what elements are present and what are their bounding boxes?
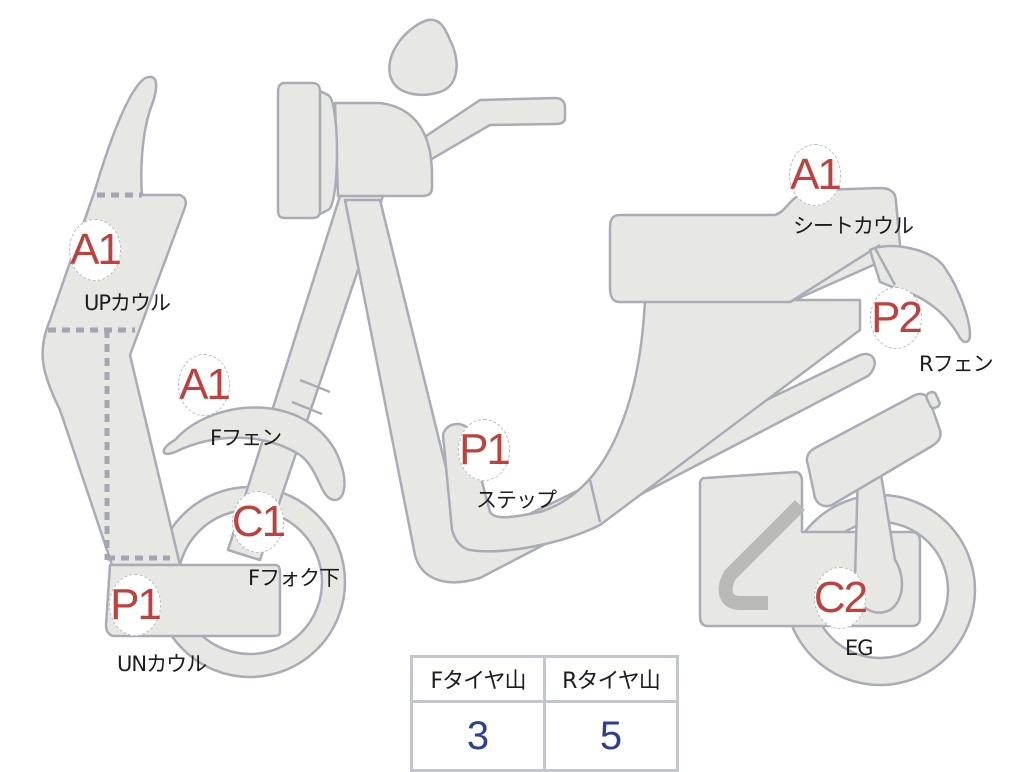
- label-engine: EG: [845, 636, 874, 660]
- header-front-tire: Fタイヤ山: [410, 655, 546, 703]
- seat: [608, 186, 902, 304]
- grade-marker-under-cowl: P1: [109, 574, 162, 636]
- grade-marker-front-fork-lower: C1: [231, 491, 286, 553]
- value-rear-tire: 5: [543, 700, 679, 772]
- headlight-lens: [276, 81, 322, 220]
- value-front-tire: 3: [410, 700, 546, 772]
- grade-front-fender: A1: [179, 360, 231, 409]
- grade-up-cowl: A1: [70, 225, 122, 274]
- grade-under-cowl: P1: [110, 580, 162, 629]
- up-cowl: [41, 75, 187, 567]
- label-rear-fender: Rフェン: [919, 352, 994, 376]
- label-under-cowl: UNカウル: [117, 652, 207, 676]
- headlight-housing: [333, 101, 434, 198]
- label-step: ステップ: [476, 488, 557, 512]
- grade-step: P1: [459, 425, 511, 474]
- label-seat-cowl: シートカウル: [793, 214, 914, 238]
- grade-marker-seat-cowl: A1: [789, 144, 842, 206]
- tire-tread-table: Fタイヤ山 Rタイヤ山 3 5: [410, 655, 679, 772]
- header-rear-tire: Rタイヤ山: [543, 655, 679, 703]
- air-box: [805, 392, 942, 508]
- grade-engine: C2: [813, 573, 868, 622]
- grade-marker-front-fender: A1: [178, 354, 231, 416]
- grade-marker-step: P1: [458, 419, 511, 481]
- grade-seat-cowl: A1: [790, 150, 842, 199]
- headlight-ring: [316, 88, 339, 217]
- rear-fender: [868, 244, 972, 344]
- mirror: [388, 18, 458, 96]
- grade-marker-up-cowl: A1: [69, 219, 122, 281]
- grade-front-fork-lower: C1: [231, 497, 286, 546]
- label-up-cowl: UPカウル: [84, 291, 171, 315]
- grade-marker-engine: C2: [813, 567, 868, 629]
- label-front-fork-lower: Fフォク下: [248, 566, 340, 590]
- label-front-fender: Fフェン: [210, 426, 282, 450]
- front-fender: [162, 406, 346, 502]
- grade-rear-fender: P2: [871, 293, 923, 342]
- step-floor: [441, 298, 862, 553]
- grade-marker-rear-fender: P2: [870, 287, 923, 349]
- handlebar: [418, 96, 567, 162]
